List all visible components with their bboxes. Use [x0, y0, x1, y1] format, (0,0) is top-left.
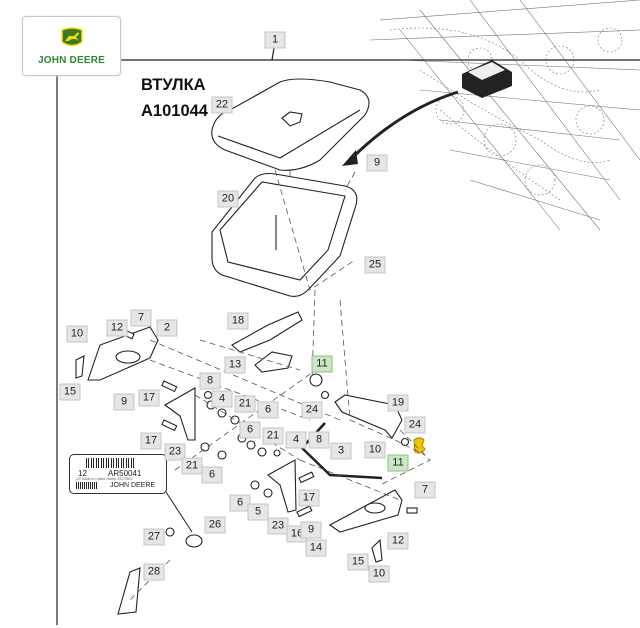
callout-9[interactable]: 9 [366, 154, 388, 172]
bracket-part-23b [267, 459, 297, 513]
callout-10[interactable]: 10 [368, 565, 390, 583]
tag-made-in: US Made in United States 20070802 [76, 477, 133, 481]
deer-logo-icon [61, 27, 83, 47]
callout-11[interactable]: 11 [311, 355, 333, 373]
callout-12[interactable]: 12 [106, 319, 128, 337]
callout-17[interactable]: 17 [298, 489, 320, 507]
callout-9[interactable]: 9 [113, 393, 135, 411]
callout-19[interactable]: 19 [387, 394, 409, 412]
callout-11[interactable]: 11 [387, 454, 409, 472]
callout-20[interactable]: 20 [217, 190, 239, 208]
ring-part-27 [165, 527, 175, 537]
location-arrow [348, 90, 459, 162]
tag-qty: 12 [78, 469, 87, 478]
callout-17[interactable]: 17 [140, 432, 162, 450]
bushing-part-26 [185, 534, 203, 548]
callout-4[interactable]: 4 [285, 431, 307, 449]
tag-brand: JOHN DEERE [110, 482, 156, 489]
part-number: A101044 [141, 102, 208, 120]
barcode-small [76, 482, 98, 489]
callout-27[interactable]: 27 [143, 528, 165, 546]
callout-7[interactable]: 7 [130, 309, 152, 327]
pad-part-13 [254, 351, 293, 373]
callout-18[interactable]: 18 [227, 312, 249, 330]
callout-17[interactable]: 17 [138, 389, 160, 407]
planter-illustration [369, 0, 640, 231]
callout-12[interactable]: 12 [387, 532, 409, 550]
barcode [86, 458, 136, 468]
tool-box-highlight [462, 60, 512, 98]
plate-part-2 [87, 326, 159, 381]
callout-21[interactable]: 21 [181, 457, 203, 475]
highlighted-bushing-part-11 [413, 437, 426, 454]
callout-10[interactable]: 10 [66, 325, 88, 343]
callout-28[interactable]: 28 [143, 563, 165, 581]
callout-6[interactable]: 6 [257, 401, 279, 419]
callout-21[interactable]: 21 [262, 427, 284, 445]
callout-8[interactable]: 8 [199, 372, 221, 390]
tag-leader-line [165, 491, 193, 533]
callout-6[interactable]: 6 [229, 494, 251, 512]
callout-13[interactable]: 13 [224, 356, 246, 374]
latch-part-15a [75, 355, 85, 379]
callout-2[interactable]: 2 [156, 319, 178, 337]
plate-part-14 [328, 489, 403, 533]
callout-22[interactable]: 22 [211, 96, 233, 114]
latch-part-28 [117, 567, 141, 615]
callout-15[interactable]: 15 [347, 553, 369, 571]
part-name: ВТУЛКА [141, 76, 206, 94]
callout-3[interactable]: 3 [330, 442, 352, 460]
callout-5[interactable]: 5 [247, 503, 269, 521]
assembly-lines [129, 169, 431, 601]
bracket-part-23a [163, 387, 196, 441]
callout-10[interactable]: 10 [364, 441, 386, 459]
callout-14[interactable]: 14 [305, 539, 327, 557]
john-deere-logo: JOHN DEERE [22, 16, 121, 76]
callout-23[interactable]: 23 [267, 517, 289, 535]
callout-6[interactable]: 6 [201, 466, 223, 484]
part-title: ВТУЛКА A101044 [141, 72, 208, 124]
callout-8[interactable]: 8 [308, 431, 330, 449]
callout-24[interactable]: 24 [404, 416, 426, 434]
tag-part-number: AR50041 [108, 469, 142, 478]
callout-21[interactable]: 21 [234, 395, 256, 413]
callout-26[interactable]: 26 [204, 516, 226, 534]
plate-part-19 [334, 394, 403, 439]
callout-15[interactable]: 15 [59, 383, 81, 401]
callout-4[interactable]: 4 [211, 390, 233, 408]
callout-24[interactable]: 24 [301, 401, 323, 419]
callout-25[interactable]: 25 [364, 256, 386, 274]
callout-7[interactable]: 7 [414, 481, 436, 499]
box-part-20 [211, 172, 358, 297]
callout-23[interactable]: 23 [164, 443, 186, 461]
callout-6[interactable]: 6 [239, 421, 261, 439]
callout-1[interactable]: 1 [264, 31, 286, 49]
logo-text: JOHN DEERE [37, 55, 105, 66]
latch-part-15b [371, 538, 383, 563]
callout-9[interactable]: 9 [300, 521, 322, 539]
serial-tag-part-12: 12 AR50041 US Made in United States 2007… [69, 454, 167, 494]
